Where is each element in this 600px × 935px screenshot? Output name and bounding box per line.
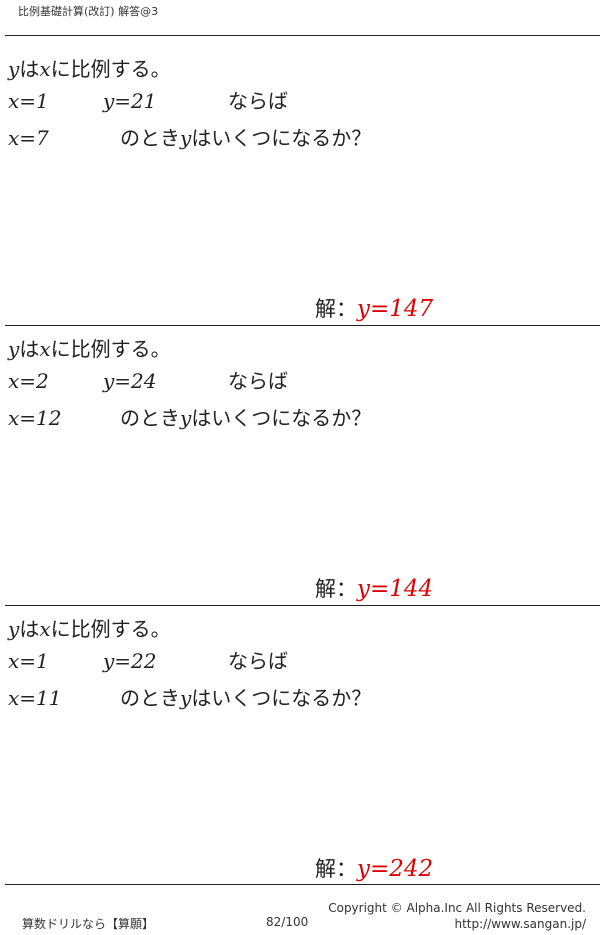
var-y: y [8, 337, 20, 361]
statement-text: に比例する。 [50, 617, 171, 641]
problem-2: yはxに比例する。 x=2 y=24 ならば x=12 のときyはいくつになるか… [0, 316, 600, 604]
query-x: x=11 [8, 686, 62, 710]
query: x=7 のときyはいくつになるか？ [8, 126, 428, 150]
query-x: x=7 [8, 126, 49, 150]
answer-value: y=144 [357, 576, 434, 602]
problem-statement: yはxに比例する。 [8, 337, 171, 361]
query-prefix: のとき [120, 406, 180, 430]
query-var: y [180, 406, 192, 430]
query-prefix: のとき [120, 686, 180, 710]
answer-value: y=147 [357, 296, 434, 322]
statement-text: に比例する。 [50, 57, 171, 81]
query-suffix: はいくつになるか？ [191, 406, 372, 430]
query: x=11 のときyはいくつになるか？ [8, 686, 428, 710]
answer: 解：y=147 [315, 296, 433, 322]
answer-label: 解： [315, 857, 357, 881]
problem-statement: yはxに比例する。 [8, 57, 171, 81]
given-suffix: ならば [228, 649, 288, 673]
given-values: x=2 y=24 ならば [8, 369, 408, 393]
divider [5, 35, 600, 36]
var-x: x [39, 617, 51, 641]
var-x: x [39, 337, 51, 361]
divider [5, 325, 600, 326]
statement-particle: は [19, 337, 40, 361]
given-x: x=1 [8, 89, 49, 113]
footer-url[interactable]: http://www.sangan.jp/ [454, 917, 586, 931]
query-prefix: のとき [120, 126, 180, 150]
answer-label: 解： [315, 297, 357, 321]
answer-label: 解： [315, 577, 357, 601]
var-x: x [39, 57, 51, 81]
given-suffix: ならば [228, 89, 288, 113]
query-var: y [180, 126, 192, 150]
var-y: y [8, 57, 20, 81]
var-y: y [8, 617, 20, 641]
given-y: y=22 [103, 649, 157, 673]
given-y: y=24 [103, 369, 157, 393]
divider [5, 605, 600, 606]
given-x: x=1 [8, 649, 49, 673]
query: x=12 のときyはいくつになるか？ [8, 406, 428, 430]
given-y: y=21 [103, 89, 157, 113]
answer-value: y=242 [357, 856, 434, 882]
answer: 解：y=144 [315, 576, 433, 602]
statement-particle: は [19, 617, 40, 641]
problem-1: yはxに比例する。 x=1 y=21 ならば x=7 のときyはいくつになるか？… [0, 36, 600, 324]
statement-text: に比例する。 [50, 337, 171, 361]
divider [5, 884, 600, 885]
answer: 解：y=242 [315, 856, 433, 882]
query-suffix: はいくつになるか？ [191, 126, 372, 150]
statement-particle: は [19, 57, 40, 81]
page-number: 82/100 [266, 915, 309, 929]
given-x: x=2 [8, 369, 49, 393]
given-values: x=1 y=22 ならば [8, 649, 408, 673]
problem-3: yはxに比例する。 x=1 y=22 ならば x=11 のときyはいくつになるか… [0, 596, 600, 884]
page-title: 比例基礎計算(改訂) 解答@3 [18, 5, 159, 18]
query-var: y [180, 686, 192, 710]
query-suffix: はいくつになるか？ [191, 686, 372, 710]
given-values: x=1 y=21 ならば [8, 89, 408, 113]
problem-statement: yはxに比例する。 [8, 617, 171, 641]
given-suffix: ならば [228, 369, 288, 393]
copyright: Copyright © Alpha.Inc All Rights Reserve… [328, 901, 586, 915]
footer-brand: 算数ドリルなら【算願】 [22, 917, 155, 931]
query-x: x=12 [8, 406, 62, 430]
